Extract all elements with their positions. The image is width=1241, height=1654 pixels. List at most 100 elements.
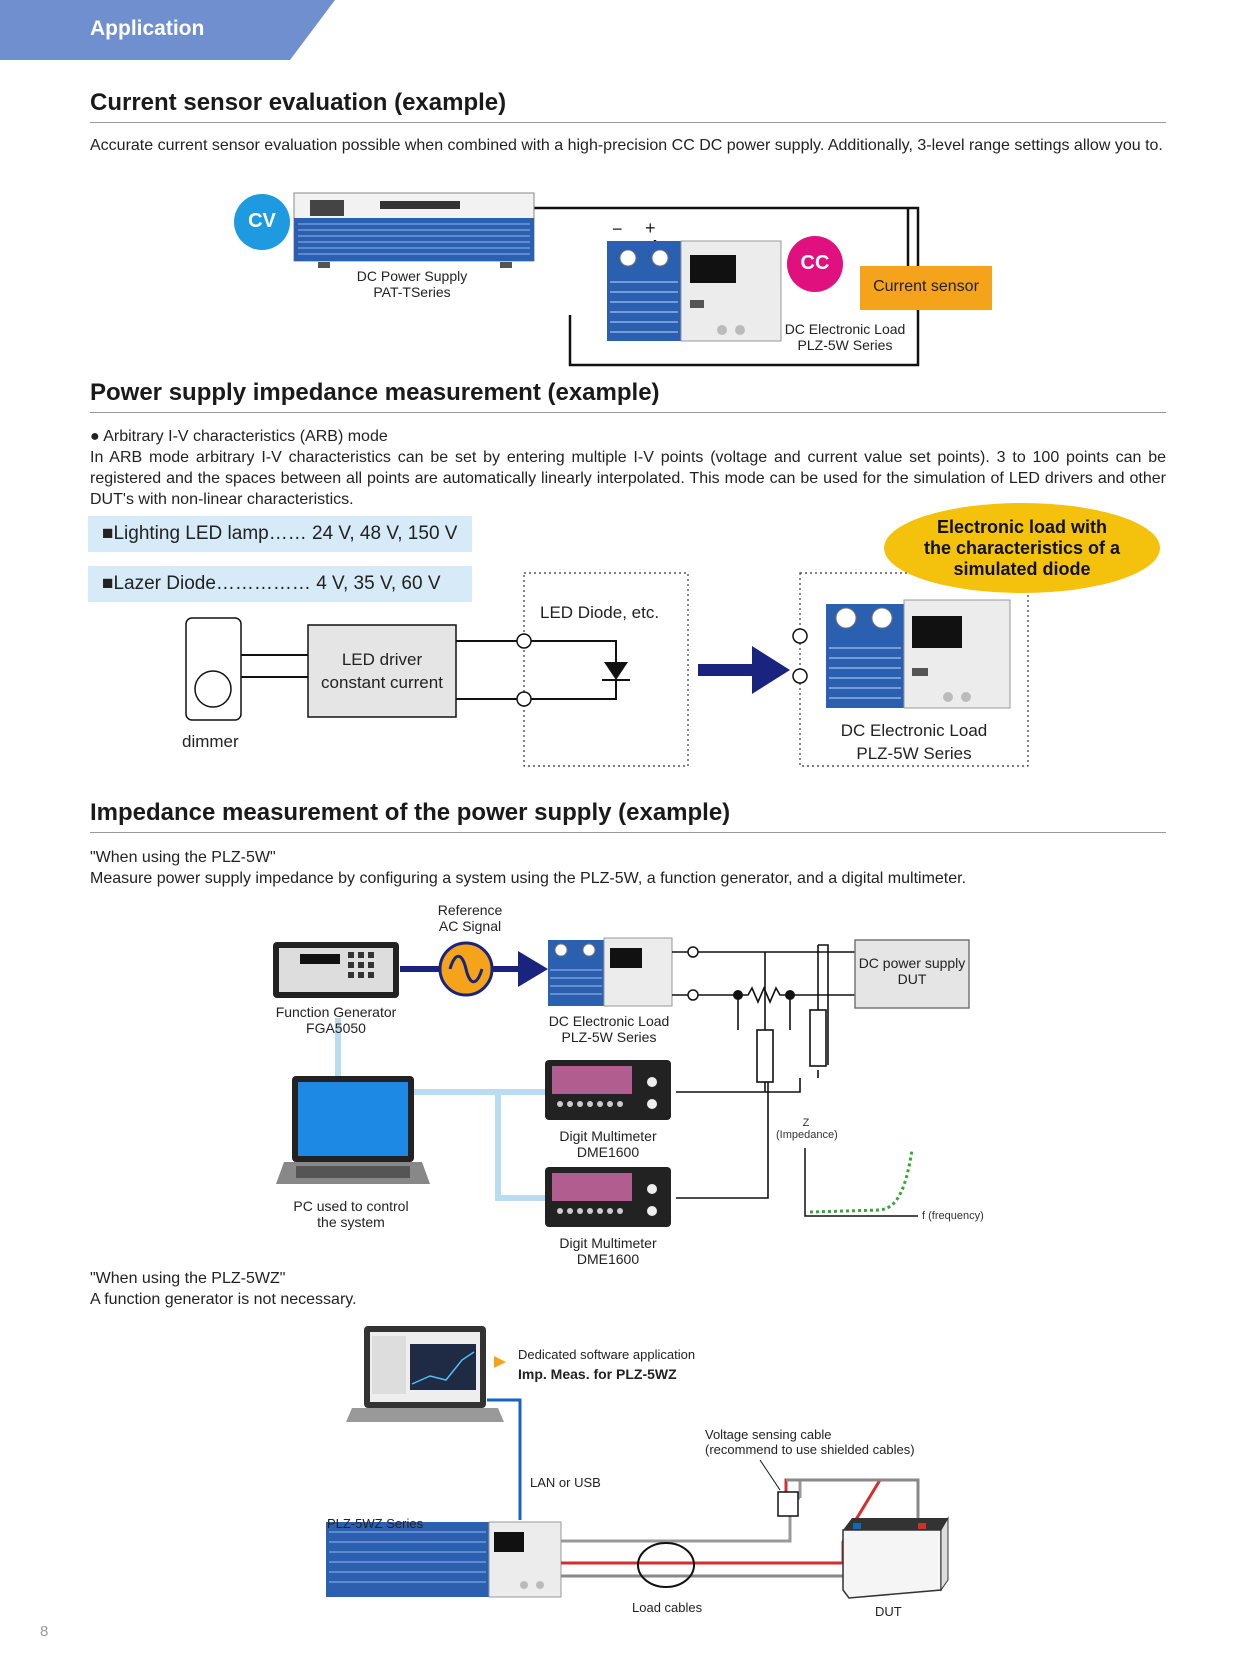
load-name-3: DC Electronic Load [548,1013,670,1029]
section1-description: Accurate current sensor evaluation possi… [90,137,1163,154]
load-label-2: DC Electronic Load PLZ-5W Series [812,719,1016,765]
current-sensor-label: Current sensor [873,278,979,295]
plus-terminal-label: + [645,218,656,238]
dimmer-label: dimmer [182,732,239,751]
load-label-3: DC Electronic Load PLZ-5W Series [530,1013,688,1045]
section1-title: Current sensor evaluation (example) [90,89,507,116]
load-cables-label: Load cables [632,1600,703,1615]
page-number: 8 [40,1623,49,1640]
dut-name: DC power supply [858,955,966,971]
software-pointer-arrow [494,1356,506,1368]
fg-model: FGA5050 [306,1020,366,1036]
cc-badge-label: CC [800,252,830,274]
load-model-2: PLZ-5W Series [856,744,972,763]
electronic-load-image-1 [607,240,782,342]
case2-heading: "When using the PLZ-5WZ" [90,1270,286,1287]
sense-line-2: (recommend to use shielded cables) [705,1442,915,1457]
dut-label: DC power supply DUT [855,955,969,987]
plz-5wz-image [326,1521,562,1598]
spec-led-lamp: ■Lighting LED lamp…… 24 V, 48 V, 150 V [88,516,472,552]
dmm-name-2: Digit Multimeter [559,1235,657,1251]
section1-rule [90,122,1166,123]
ref-signal-line-1: Reference [437,902,503,918]
led-diode-box [523,572,689,767]
header-tab-shape [0,0,335,60]
battery-dut-label: DUT [875,1604,902,1619]
led-driver-line-1: LED driver [341,650,423,669]
plz-5wz-label: PLZ-5WZ Series [327,1516,424,1531]
load-name-2: DC Electronic Load [840,721,988,740]
callout-line-2: the characteristics of a [923,538,1121,558]
section3-title: Impedance measurement of the power suppl… [90,799,731,826]
callout-text: Electronic load with the characteristics… [884,517,1160,580]
minus-terminal-label: − [612,219,623,239]
sense-connector [777,1491,799,1517]
power-supply-pat-t-image [293,192,535,268]
lan-usb-label: LAN or USB [530,1475,601,1490]
case1-description: Measure power supply impedance by config… [90,870,967,887]
led-diode-label: LED Diode, etc. [540,603,660,622]
case2-description: A function generator is not necessary. [90,1291,357,1308]
pc-line-1: PC used to control [293,1198,409,1214]
battery-dut-image [842,1516,949,1599]
callout-line-3: simulated diode [953,559,1091,579]
multimeter-image-1 [545,1060,671,1120]
pc-laptop-image [276,1076,430,1184]
load-name-1: DC Electronic Load [784,321,906,337]
software-line-2: Imp. Meas. for PLZ-5WZ [518,1366,677,1382]
ref-signal-label: Reference AC Signal [420,902,520,934]
graph-y-axis: Z [802,1117,810,1129]
dimmer-switch [185,617,242,721]
power-supply-model: PAT-TSeries [373,284,451,300]
power-supply-label: DC Power Supply PAT-TSeries [332,268,492,300]
software-laptop-image [346,1326,504,1422]
electronic-load-image-2 [826,599,1011,709]
lan-cable [487,1398,522,1520]
dmm-label-1: Digit Multimeter DME1600 [540,1128,676,1160]
diode-symbol [604,662,628,680]
section2-title: Power supply impedance measurement (exam… [90,379,660,406]
fg-name: Function Generator [275,1004,397,1020]
ac-signal-icon [438,941,494,997]
multimeter-image-2 [545,1167,671,1227]
dmm-label-2: Digit Multimeter DME1600 [540,1235,676,1267]
case1-heading: "When using the PLZ-5W" [90,849,276,866]
load-cables-circle [637,1542,695,1588]
load-model-3: PLZ-5W Series [561,1029,657,1045]
sense-cable-label: Voltage sensing cable (recommend to use … [705,1427,915,1457]
graph-y-axis-sub: (Impedance) [776,1129,838,1141]
dut-type: DUT [897,971,927,987]
load-model-1: PLZ-5W Series [797,337,893,353]
graph-y-label: Z (Impedance) [776,1117,838,1141]
sense-line-1: Voltage sensing cable [705,1427,832,1442]
led-driver-label: LED driver constant current [308,648,456,694]
function-generator-image [273,942,399,998]
electronic-load-image-3 [548,937,673,1007]
section2-mode-heading: ● Arbitrary I-V characteristics (ARB) mo… [90,428,388,445]
power-supply-name: DC Power Supply [356,268,468,284]
dmm-model-1: DME1600 [576,1144,640,1160]
load-label-1: DC Electronic Load PLZ-5W Series [775,321,915,353]
led-driver-line-2: constant current [321,673,443,692]
callout-line-1: Electronic load with [936,517,1108,537]
pc-label: PC used to control the system [276,1198,426,1230]
dmm-name-1: Digit Multimeter [559,1128,657,1144]
pc-line-2: the system [317,1214,385,1230]
section2-rule [90,412,1166,413]
section2-description: In ARB mode arbitrary I-V characteristic… [90,449,1166,508]
cv-badge-label: CV [248,210,276,232]
dmm-model-2: DME1600 [576,1251,640,1267]
graph-x-label: f (frequency) [922,1210,984,1222]
ref-signal-line-2: AC Signal [438,918,502,934]
header-tab-label: Application [90,17,205,40]
function-generator-label: Function Generator FGA5050 [262,1004,410,1036]
impedance-graph [804,1148,918,1217]
big-arrow [698,646,790,694]
spec-lazer-diode: ■Lazer Diode…………… 4 V, 35 V, 60 V [88,566,472,602]
section3-rule [90,832,1166,833]
software-line-1: Dedicated software application [518,1347,696,1362]
